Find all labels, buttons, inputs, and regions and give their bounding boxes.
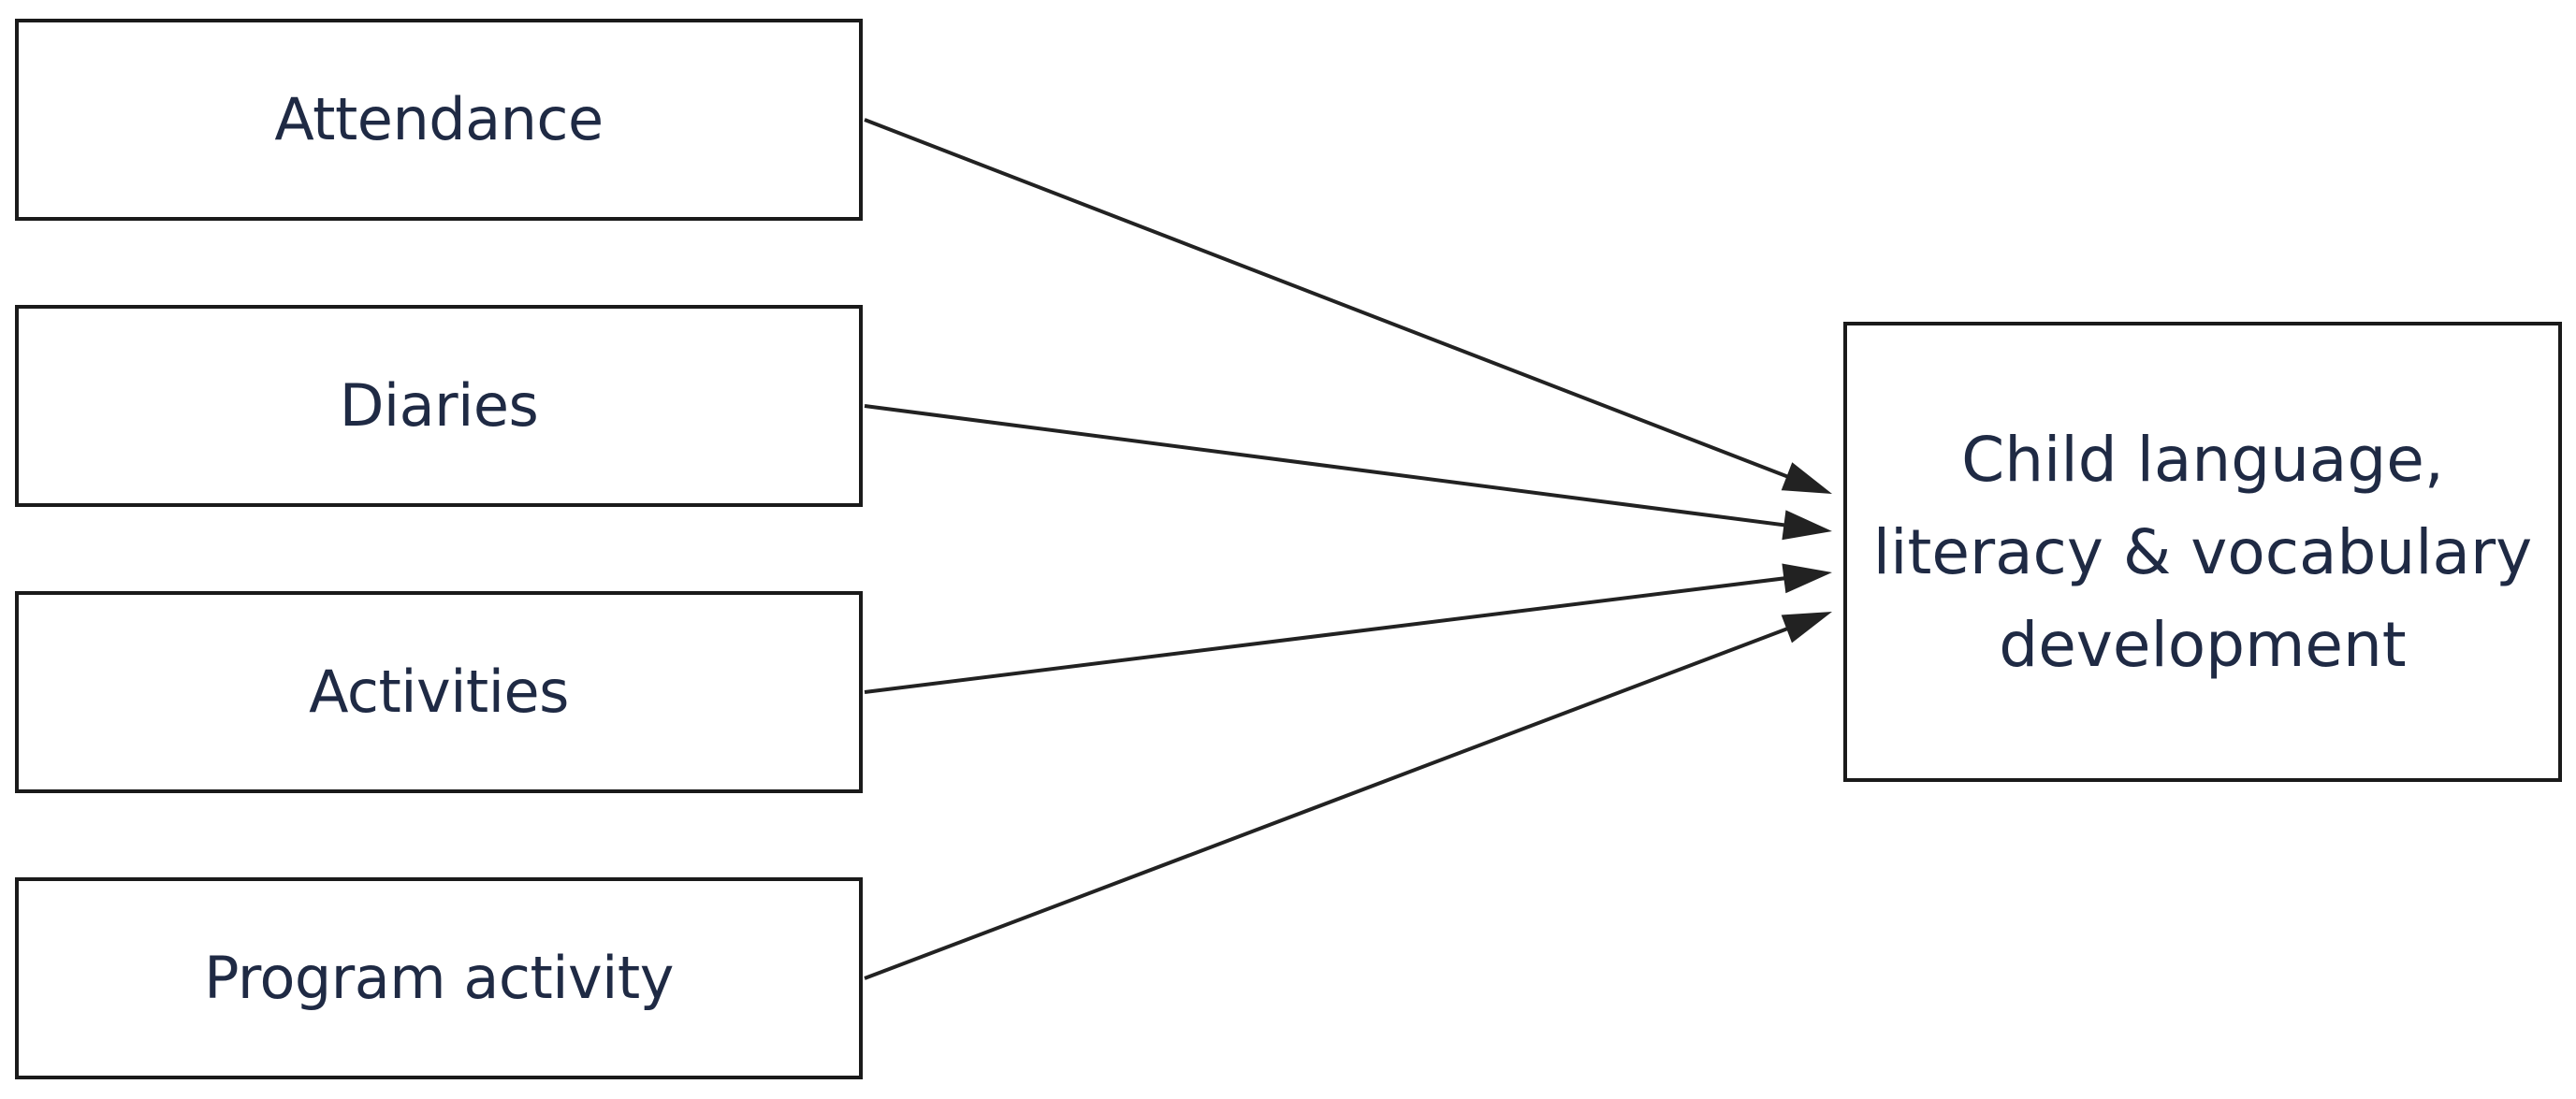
input-box-attendance: Attendance	[15, 19, 863, 221]
input-label-program-activity: Program activity	[204, 944, 674, 1013]
arrow-line-program	[864, 626, 1791, 980]
arrow-group	[864, 118, 1832, 980]
input-label-diaries: Diaries	[339, 371, 539, 441]
arrow-line-diaries	[864, 404, 1788, 528]
arrowhead-activities	[1782, 563, 1832, 594]
input-label-activities: Activities	[309, 658, 569, 727]
input-box-activities: Activities	[15, 591, 863, 793]
input-label-attendance: Attendance	[274, 85, 604, 154]
input-box-program-activity: Program activity	[15, 877, 863, 1079]
outcome-box: Child language, literacy & vocabulary de…	[1843, 322, 2562, 782]
arrowhead-attendance	[1781, 462, 1832, 494]
arrowhead-program	[1781, 612, 1832, 643]
arrow-line-activities	[864, 575, 1788, 694]
input-box-diaries: Diaries	[15, 305, 863, 507]
arrowhead-diaries	[1782, 510, 1832, 541]
outcome-label: Child language, literacy & vocabulary de…	[1872, 423, 2533, 681]
arrow-line-attendance	[864, 118, 1791, 480]
